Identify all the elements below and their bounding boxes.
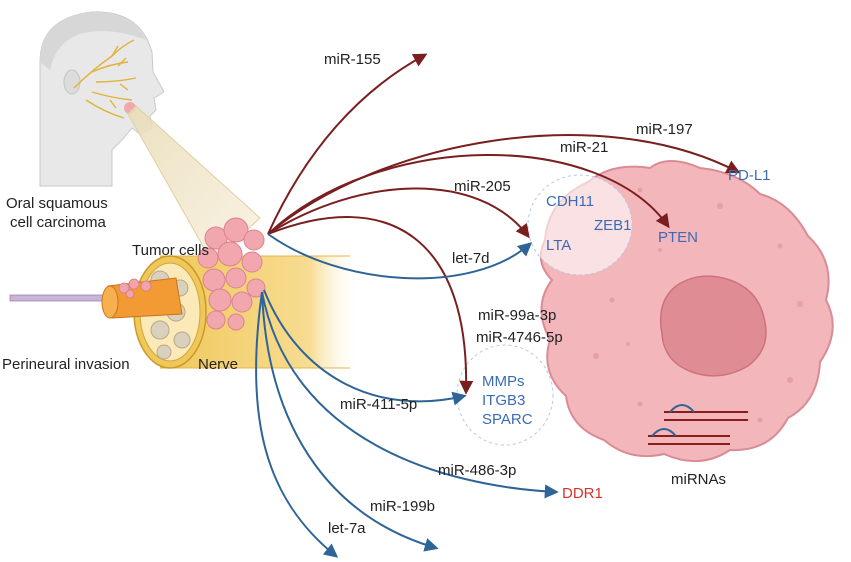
target-sparc: SPARC	[482, 411, 533, 428]
arrow-mir21	[267, 154, 670, 235]
target-ddr1: DDR1	[562, 485, 603, 502]
target-cdh11: CDH11	[546, 193, 594, 210]
label-perineural-invasion: Perineural invasion	[2, 356, 130, 373]
label-mirnas: miRNAs	[671, 471, 726, 488]
mirna-label-mir411: miR-411-5p	[340, 396, 417, 413]
target-pten: PTEN	[658, 229, 698, 246]
arrow-let7d	[267, 233, 533, 280]
arrow-let7a	[255, 291, 339, 558]
mirna-label-mir155: miR-155	[324, 51, 381, 68]
tumor-cluster	[197, 217, 266, 331]
target-mmps: MMPs	[482, 373, 525, 390]
facial-nerve-icon	[73, 39, 137, 119]
mirna-label-let7a: let-7a	[328, 520, 366, 537]
target-oval-mmps	[456, 344, 554, 446]
target-lta: LTA	[546, 237, 571, 254]
target-itgb3: ITGB3	[482, 392, 525, 409]
mirna-label-mir197: miR-197	[636, 121, 693, 138]
arrow-mir486	[261, 291, 559, 499]
arrow-mir199b	[261, 291, 439, 552]
mirna-label-mir99a: miR-99a-3p	[478, 307, 556, 324]
arrow-mir411	[263, 289, 467, 406]
mirna-label-mir21: miR-21	[560, 139, 608, 156]
target-oval-cdh11-lta	[527, 174, 633, 276]
head-illustration	[39, 11, 165, 187]
mirna-label-mir4746: miR-4746-5p	[476, 329, 563, 346]
label-tumor-cells: Tumor cells	[132, 242, 209, 259]
mirna-label-mir205: miR-205	[454, 178, 511, 195]
arrow-mir205	[267, 187, 530, 239]
target-pdl1: PD-L1	[728, 167, 771, 184]
arrow-mir99a	[267, 216, 474, 395]
nerve-bundle	[9, 255, 360, 369]
mirna-label-let7d: let-7d	[452, 250, 490, 267]
arrows	[255, 53, 741, 558]
label-oral-line2: cell carcinoma	[10, 214, 107, 231]
cell-nucleus	[659, 275, 767, 377]
arrow-mir197	[267, 134, 741, 235]
label-oral-line1: Oral squamous	[6, 195, 108, 212]
arrow-mir155	[267, 53, 428, 235]
label-nerve: Nerve	[198, 356, 238, 373]
mirna-label-mir199b: miR-199b	[370, 498, 435, 515]
mirna-hairpin-icon	[648, 404, 748, 445]
target-zeb1: ZEB1	[594, 217, 632, 234]
mirna-label-mir486: miR-486-3p	[438, 462, 516, 479]
